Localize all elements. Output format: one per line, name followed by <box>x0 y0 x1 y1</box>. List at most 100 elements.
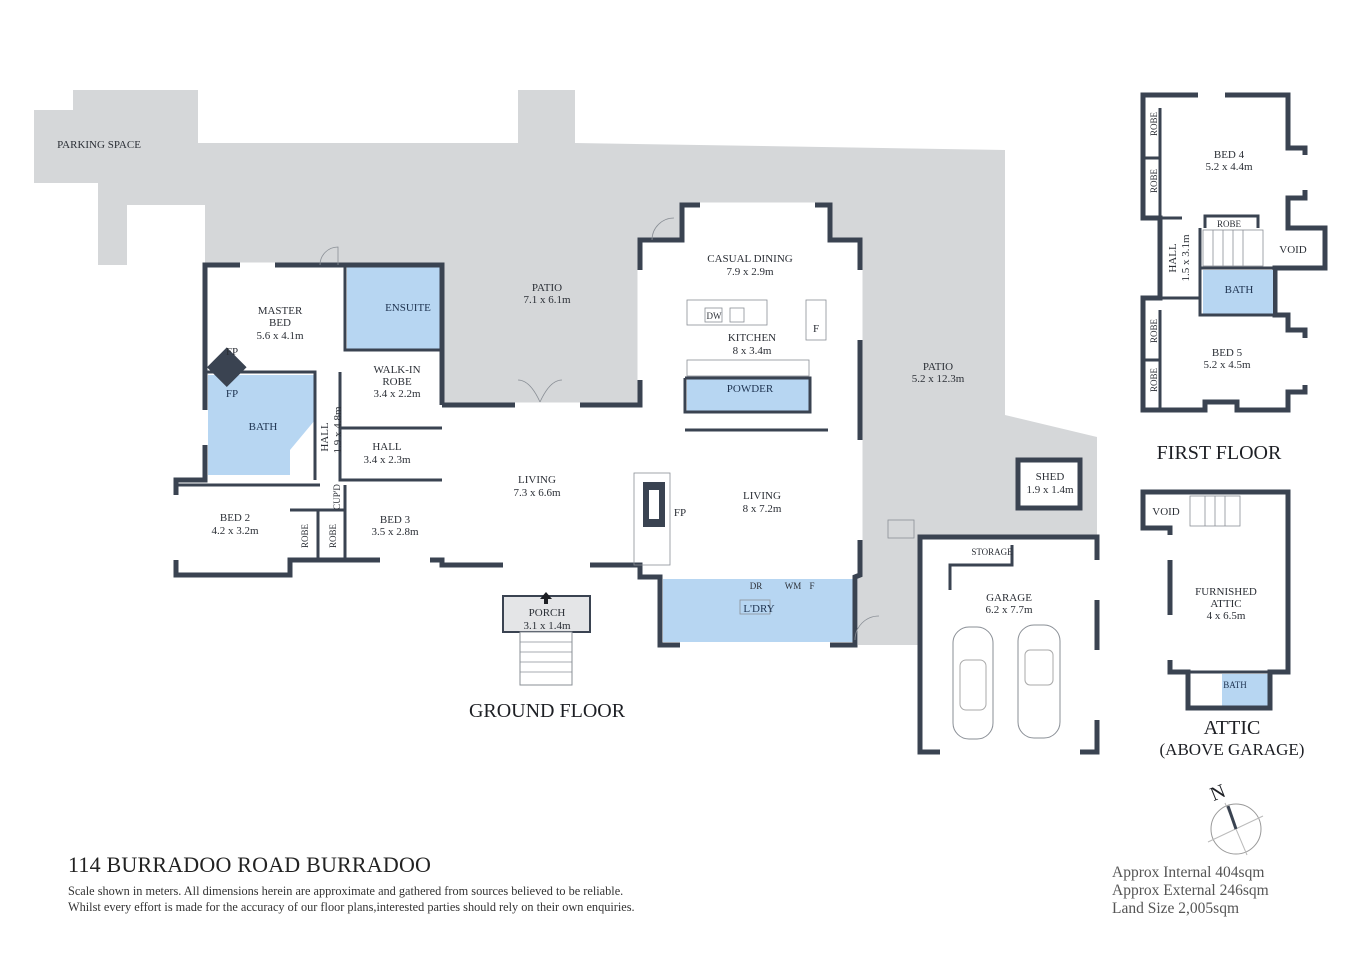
robe-label: ROBE <box>1217 219 1242 229</box>
void-label: VOID <box>1152 506 1180 518</box>
attic-label: ATTIC <box>1210 598 1241 610</box>
ground-floor-title: GROUND FLOOR <box>469 700 626 722</box>
robe-label: ROBE <box>1149 319 1159 344</box>
fireplace-label: FP <box>674 507 686 519</box>
ensuite-label: ENSUITE <box>385 302 431 314</box>
attic-subtitle: (ABOVE GARAGE) <box>1160 740 1305 759</box>
garage-building <box>887 457 1100 755</box>
master-bed-label: MASTER <box>258 305 303 317</box>
property-address: 114 BURRADOO ROAD BURRADOO <box>68 852 432 877</box>
patio-dims: 5.2 x 12.3m <box>912 373 965 385</box>
patio-label: PATIO <box>532 282 562 294</box>
hall-label: HALL <box>1167 243 1179 273</box>
casual-dining-dims: 7.9 x 2.9m <box>726 266 774 278</box>
porch-steps <box>519 631 573 686</box>
parking-label: PARKING SPACE <box>57 139 141 151</box>
storage-label: STORAGE <box>971 547 1013 557</box>
robe-label: ROBE <box>1149 368 1159 393</box>
attic-label: FURNISHED <box>1195 586 1257 598</box>
room-labels: PARKING SPACE PATIO 7.1 x 6.1m PATIO 5.2… <box>57 112 1307 759</box>
bed-3-label: BED 3 <box>380 514 411 526</box>
bed-3-dims: 3.5 x 2.8m <box>371 526 419 538</box>
walk-in-robe-label: WALK-IN <box>373 364 420 376</box>
hall-label: HALL <box>319 422 331 452</box>
disclaimer-line: Whilst every effort is made for the accu… <box>68 899 635 914</box>
casual-dining-label: CASUAL DINING <box>707 253 793 265</box>
powder-label: POWDER <box>727 383 774 395</box>
washer-label: WM <box>785 581 802 591</box>
external-area: Approx External 246sqm <box>1112 882 1269 899</box>
shed-label: SHED <box>1036 471 1065 483</box>
hall-label: HALL <box>372 441 402 453</box>
door-icon <box>319 246 339 266</box>
hall-dims: 3.4 x 2.3m <box>363 454 411 466</box>
fridge-label: F <box>813 323 819 335</box>
robe-label: ROBE <box>328 524 338 549</box>
disclaimer-line: Scale shown in meters. All dimensions he… <box>68 884 624 898</box>
internal-area: Approx Internal 404sqm <box>1112 864 1265 881</box>
hall-dims: 1.5 x 3.1m <box>1180 234 1192 282</box>
master-bed-label: BED <box>269 317 291 329</box>
bath-floor <box>208 375 315 475</box>
robe-label: ROBE <box>1149 112 1159 137</box>
door-icon <box>854 615 880 641</box>
kitchen-dims: 8 x 3.4m <box>733 345 772 357</box>
attic-dims: 4 x 6.5m <box>1207 610 1246 622</box>
porch-label: PORCH <box>529 607 566 619</box>
dishwasher-icon <box>704 307 723 323</box>
bed-2-label: BED 2 <box>220 512 250 524</box>
fireplace-label: FP <box>226 388 238 400</box>
french-door-icon <box>517 379 563 403</box>
living-dims: 8 x 7.2m <box>743 503 782 515</box>
door-icon <box>651 217 675 241</box>
dryer-label: DR <box>750 581 763 591</box>
stairs-icon <box>1202 229 1264 267</box>
robe-label: ROBE <box>1149 169 1159 194</box>
patio-label: PATIO <box>923 361 953 373</box>
cupboard-label: CUP'D <box>332 484 342 510</box>
bed-4-dims: 5.2 x 4.4m <box>1205 161 1253 173</box>
first-floor <box>1140 92 1328 413</box>
dishwasher-label: DW <box>707 311 722 321</box>
stairs-icon <box>1189 495 1241 527</box>
area-stats: Approx Internal 404sqm Approx External 2… <box>1112 864 1269 918</box>
freezer-label: F <box>809 581 814 591</box>
bed-4-label: BED 4 <box>1214 149 1245 161</box>
bed-2-dims: 4.2 x 3.2m <box>211 525 259 537</box>
kitchen-label: KITCHEN <box>728 332 776 344</box>
garage-dims: 6.2 x 7.7m <box>985 604 1033 616</box>
convertible-car-icon <box>1017 624 1061 739</box>
laundry-floor <box>663 579 853 642</box>
shed-dims: 1.9 x 1.4m <box>1026 484 1074 496</box>
garage-label: GARAGE <box>986 592 1032 604</box>
bath-label: BATH <box>1225 284 1254 296</box>
entry-arrow-icon <box>540 592 552 604</box>
walk-in-robe-label: ROBE <box>382 376 412 388</box>
robe-label: ROBE <box>300 524 310 549</box>
void-label: VOID <box>1279 244 1307 256</box>
powder-floor <box>687 378 809 411</box>
bath-label: BATH <box>249 421 278 433</box>
footer: 114 BURRADOO ROAD BURRADOO Scale shown i… <box>68 852 635 915</box>
compass-north-label: N <box>1207 780 1229 806</box>
compass-icon: N <box>1207 780 1264 856</box>
fireplace-label: FP <box>226 346 238 358</box>
bed-5-dims: 5.2 x 4.5m <box>1203 359 1251 371</box>
living-dims: 7.3 x 6.6m <box>513 487 561 499</box>
living-label: LIVING <box>518 474 556 486</box>
first-floor-title: FIRST FLOOR <box>1157 442 1282 464</box>
porch-dims: 3.1 x 1.4m <box>523 620 571 632</box>
sink-icon <box>729 307 745 323</box>
patio-dims: 7.1 x 6.1m <box>523 294 571 306</box>
car-icon <box>952 626 994 740</box>
hall-dims: 1.9 x 4.8m <box>332 406 344 454</box>
bed-5-label: BED 5 <box>1212 347 1243 359</box>
master-bed-dims: 5.6 x 4.1m <box>256 330 304 342</box>
fridge-icon <box>805 299 827 341</box>
bath-label: BATH <box>1223 680 1247 690</box>
attic-floor <box>1140 489 1291 711</box>
attic-title: ATTIC <box>1204 717 1261 739</box>
living-label: LIVING <box>743 490 781 502</box>
ground-floor <box>173 202 880 686</box>
